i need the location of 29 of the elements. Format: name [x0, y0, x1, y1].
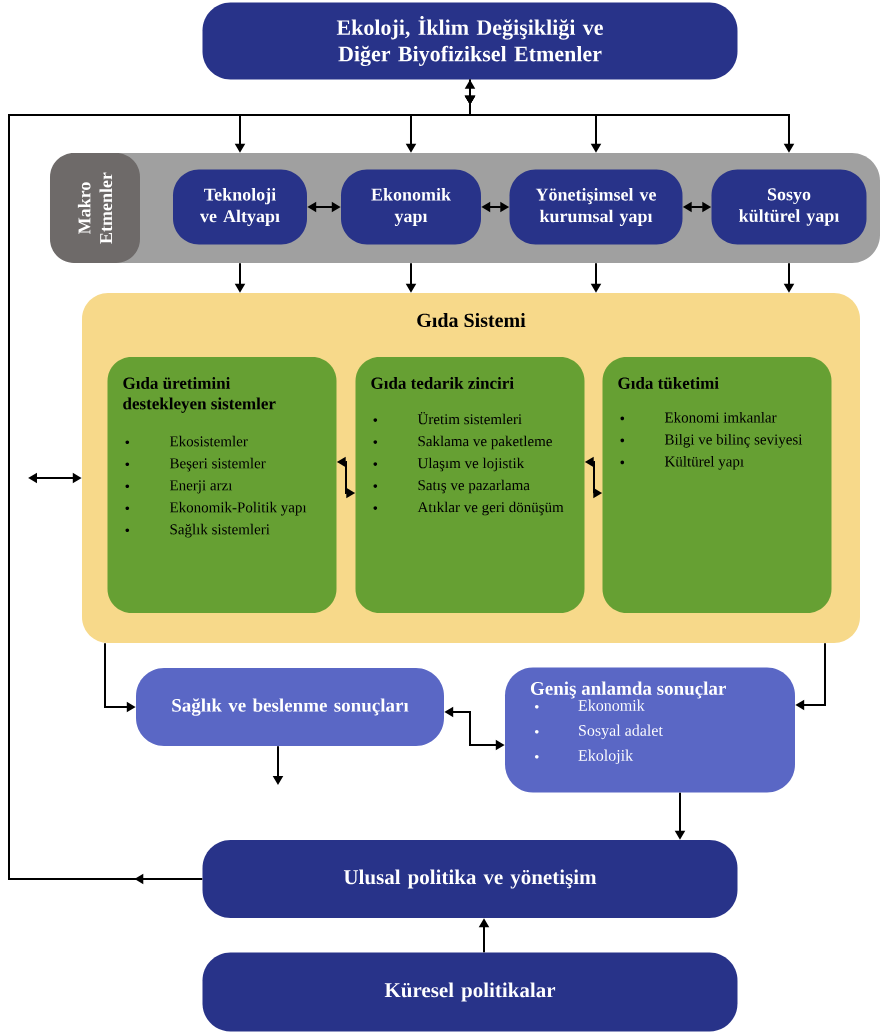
list-item: Bilgi ve bilinç seviyesi — [620, 434, 803, 448]
list-item: Saklama ve paketleme — [373, 435, 552, 450]
category-box: Teknoloji ve Altyapı — [173, 169, 307, 245]
category-box: Sosyo kültürel yapı — [711, 169, 867, 245]
list-item: Ekosistemler — [125, 435, 248, 447]
category-box: Yönetişimsel ve kurumsal yapı — [509, 169, 683, 245]
list-item: Enerji arzı — [125, 480, 233, 494]
list-item: Sağlık sistemleri — [125, 523, 270, 538]
list-item: Ulaşım ve lojistik — [373, 457, 525, 472]
list-item: Sosyal adalet — [535, 724, 663, 740]
outcome-box: Geniş anlamda sonuçlar Ekonomik Sosyal adalet Ekolojik — [505, 667, 795, 793]
list-item: Kültürel yapı — [620, 456, 744, 470]
outcome-box: Sağlık ve beslenme sonuçları — [136, 668, 444, 746]
policy-box: Küresel politikalar — [202, 952, 738, 1032]
subsystem-box: Gıda üretimini destekleyen sistemler Ekosistemler Beşeri sistemler Enerji arzı Ekonomik-Politik yapı Sağlık sistemleri — [107, 357, 337, 613]
side-tab: Makro Etmenler — [50, 153, 140, 263]
list-item: Ekolojik — [535, 749, 634, 765]
list-item: Atıklar ve geri dönüşüm — [373, 501, 564, 516]
title-box: Ekoloji, İklim Değişikliği ve Diğer Biyofiziksel Etmenler — [202, 2, 738, 80]
policy-box: Ulusal politika ve yönetişim — [202, 840, 738, 918]
list-item: Ekonomik-Politik yapı — [125, 501, 307, 516]
subsystem-box: Gıda tüketimi Ekonomi imkanlar Bilgi ve bilinç seviyesi Kültürel yapı — [602, 357, 832, 613]
list-item: Beşeri sistemler — [125, 457, 266, 472]
list-item: Ekonomi imkanlar — [620, 412, 777, 423]
list-item: Üretim sistemleri — [373, 411, 522, 425]
category-box: Ekonomik yapı — [341, 169, 481, 245]
list-item: Satış ve pazarlama — [373, 479, 530, 494]
list-item: Ekonomik — [535, 699, 645, 711]
subsystem-box: Gıda tedarik zinciri Üretim sistemleri Saklama ve paketleme Ulaşım ve lojistik Satış ve pazarlama Atıklar ve geri dönüşüm — [355, 357, 585, 613]
